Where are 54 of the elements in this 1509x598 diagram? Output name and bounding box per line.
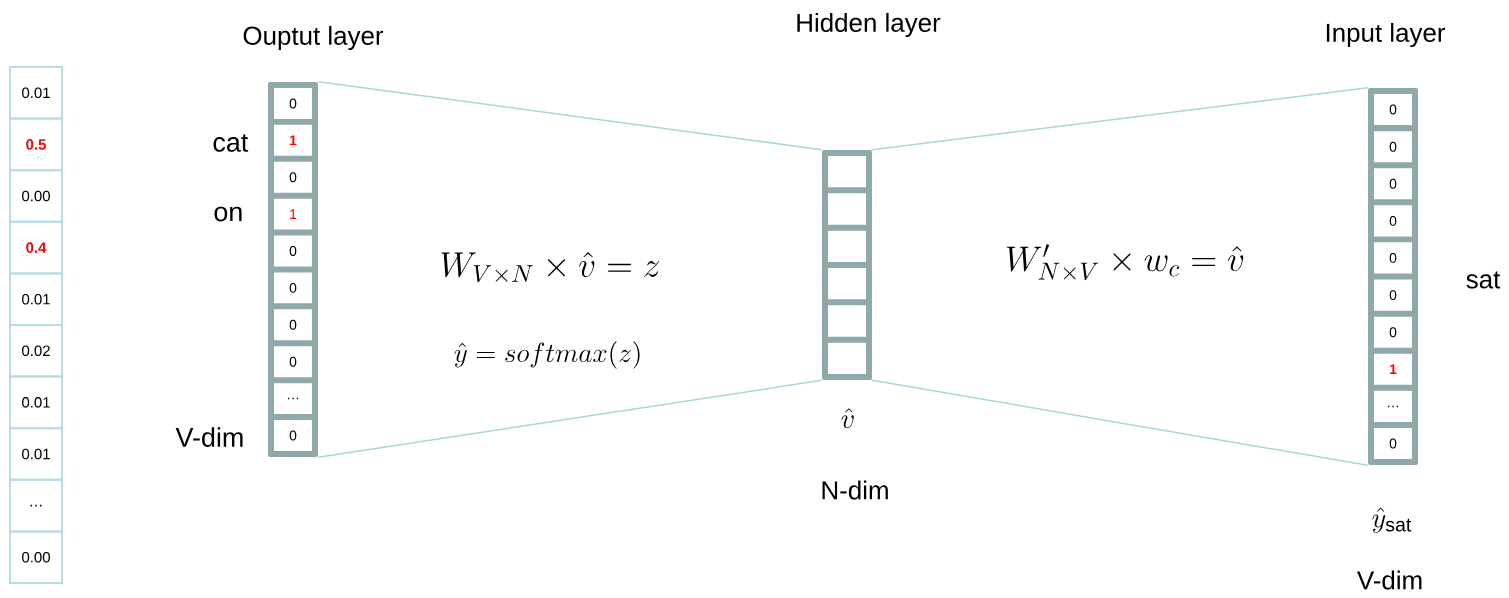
layer-title: Input layer <box>1326 22 1446 48</box>
vector-cell: 0 <box>274 88 312 119</box>
layer-title: Hidden layer <box>797 12 941 38</box>
vector-cell: 0.01 <box>9 375 63 430</box>
vector-cell: 1 <box>274 124 312 156</box>
vector-cell: 0 <box>1374 93 1413 126</box>
vector-cell: 0 <box>1374 242 1413 274</box>
vector-symbol: $\hat{v}$ <box>841 408 854 429</box>
vector-cell: … <box>1374 390 1413 422</box>
vector-cell: 0.01 <box>9 427 63 481</box>
vector-cell <box>828 156 866 188</box>
vector-symbol: $\hat{y}_{\mathrm{sat}}$ <box>1372 507 1412 533</box>
vector-cell: 0.00 <box>9 530 63 584</box>
vector-cell: 0.01 <box>9 66 63 120</box>
word-label: V-dim <box>175 427 243 447</box>
connector-line <box>871 86 1369 151</box>
vector-cell: 0 <box>274 309 312 341</box>
vector-cell <box>828 342 866 374</box>
vector-cell: 0 <box>274 420 312 451</box>
layer-title: Ouptut layer <box>243 25 384 51</box>
formula: $W'_{N\times V}\times w_c=\hat{v}$ <box>1006 244 1244 281</box>
vector-cell: 0.5 <box>9 117 63 172</box>
vector-cell: 0 <box>1374 279 1413 311</box>
word-label: on <box>214 206 242 222</box>
vector-cell <box>828 268 866 300</box>
vector-cell: 0.02 <box>9 324 63 378</box>
formula: $W_{V\times N}\times\hat{v}=z$ <box>441 252 660 283</box>
vector-cell <box>828 305 866 337</box>
vector-cell: 0 <box>274 346 312 378</box>
vector-cell: … <box>9 478 63 533</box>
vector-cell: 1 <box>274 198 312 230</box>
formula: $\hat{y}=softmax(z)$ <box>454 341 640 369</box>
dimension-label: N-dim <box>822 480 888 500</box>
vector-cell: 0 <box>1374 316 1413 348</box>
vector-cell: 0 <box>1374 205 1413 237</box>
vector-cell: 0 <box>274 235 312 267</box>
connector-line <box>317 80 823 151</box>
dimension-label: sat <box>1466 271 1501 289</box>
word-label: cat <box>213 134 249 152</box>
vector-cell: 0 <box>1374 168 1413 200</box>
vector-cell: 0.00 <box>9 169 63 223</box>
vector-cell: 0.4 <box>9 220 63 275</box>
vector-cell: … <box>274 383 312 415</box>
dimension-label: V-dim <box>1357 570 1422 590</box>
vector-cell <box>828 230 866 262</box>
vector-cell: 0.01 <box>9 272 63 326</box>
vector-cell: 0 <box>1374 131 1413 163</box>
vector-cell: 0 <box>274 161 312 193</box>
connector-line <box>317 379 823 459</box>
vector-cell <box>828 193 866 225</box>
vector-cell: 0 <box>274 272 312 304</box>
vector-cell: 0 <box>1374 427 1413 460</box>
connector-line <box>871 379 1369 467</box>
vector-cell: 1 <box>1374 353 1413 385</box>
